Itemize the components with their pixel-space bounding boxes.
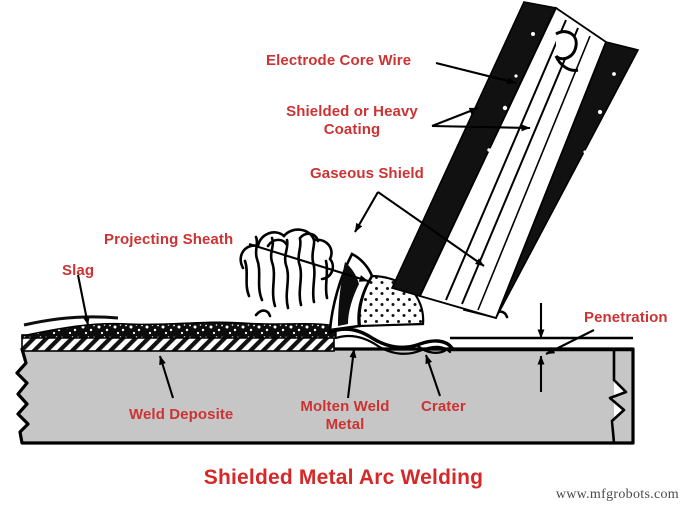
leader-electrode-core-wire <box>435 61 517 85</box>
leader-coating-upper <box>431 107 479 127</box>
leader-projecting-sheath <box>248 242 369 283</box>
label-shielded-or-heavy-coating: Shielded or Heavy Coating <box>286 103 418 138</box>
leader-molten-weld-metal <box>346 348 357 399</box>
leader-weld-deposite <box>158 355 175 399</box>
electrode-assembly <box>390 1 640 320</box>
label-electrode-core-wire: Electrode Core Wire <box>266 52 412 69</box>
leader-gaseous-shield-right <box>377 191 485 267</box>
slag-layer <box>21 315 337 339</box>
label-gaseous-shield: Gaseous Shield <box>310 165 424 182</box>
label-penetration: Penetration <box>584 309 668 326</box>
leader-crater <box>425 354 441 397</box>
leader-slag <box>76 274 90 326</box>
label-projecting-sheath: Projecting Sheath <box>104 231 234 248</box>
label-crater: Crater <box>421 398 466 415</box>
label-weld-deposite: Weld Deposite <box>129 406 234 423</box>
watermark: www.mfgrobots.com <box>555 487 679 502</box>
label-slag: Slag <box>62 262 95 279</box>
leader-gaseous-shield-left <box>354 191 379 233</box>
coating-speckles <box>439 32 616 286</box>
label-molten-weld-metal: Molten Weld Metal <box>300 398 390 433</box>
leader-lines <box>76 61 595 399</box>
leader-penetration <box>545 329 595 355</box>
base-metal-plate <box>15 347 635 445</box>
leader-coating-lower <box>431 124 531 132</box>
figure-title: Shielded Metal Arc Welding <box>203 466 484 489</box>
